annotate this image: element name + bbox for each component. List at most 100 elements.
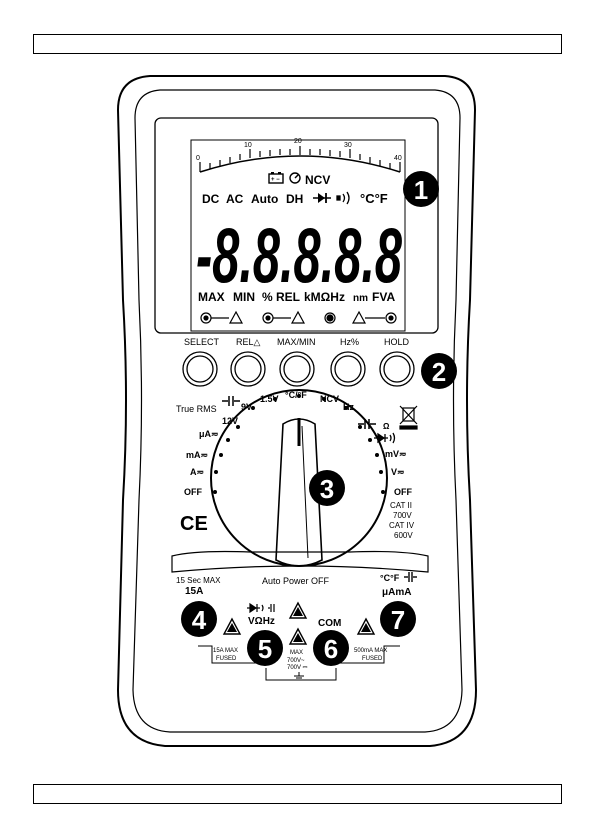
dial-true-rms: True RMS: [176, 404, 217, 414]
warning-icon-15a: [222, 617, 242, 635]
lcd-min: MIN: [233, 290, 255, 304]
select-button[interactable]: [182, 351, 218, 387]
continuity-icon: [336, 191, 350, 205]
fused-15a-line1: 15A MAX: [213, 648, 238, 654]
svg-text:2: 2: [432, 357, 446, 387]
lcd-scale-ticks: [199, 146, 401, 172]
dial-mv: mV≂: [385, 449, 407, 459]
page-footer-box: [33, 784, 562, 804]
lcd-scale-label-40: 40: [394, 155, 402, 162]
svg-text:6: 6: [324, 634, 338, 664]
max-volt-line2: 700V~: [287, 658, 305, 664]
callout-6: 6: [313, 630, 349, 666]
bracket-15a: [198, 645, 256, 664]
jack-panel: [171, 550, 429, 573]
capacitor-icon-left: [222, 396, 240, 406]
lcd-max: MAX: [198, 290, 225, 304]
lcd-kmohz: kMΩHz: [304, 290, 345, 304]
svg-text:+ −: + −: [271, 177, 280, 183]
dial-1-5v: 1.5V: [260, 394, 279, 404]
dial-v: V≂: [391, 467, 405, 477]
svg-text:7: 7: [391, 605, 405, 635]
warning-icon-500ma: [356, 617, 376, 635]
cat-ii: CAT II: [390, 501, 412, 510]
svg-text:3: 3: [320, 474, 334, 504]
fused-500-line1: 500mA MAX: [354, 648, 387, 654]
lcd-arc-scale: [199, 155, 401, 173]
cat-700v: 700V: [393, 511, 412, 520]
com-label: COM: [318, 618, 341, 629]
btn-maxmin-label: MAX/MIN: [277, 337, 316, 347]
page-header-box: [33, 34, 562, 54]
dial-12v: 12V: [222, 416, 238, 426]
hold-button[interactable]: [379, 351, 415, 387]
lcd-digits: -8.8.8.8.8: [196, 211, 402, 299]
sec-max-label: 15 Sec MAX: [176, 576, 221, 585]
btn-hz-label: Hz%: [340, 337, 359, 347]
lcd-scale-label-10: 10: [244, 142, 252, 149]
svg-text:1: 1: [414, 175, 428, 205]
weee-bin-icon: [399, 405, 418, 430]
svg-text:4: 4: [192, 605, 207, 635]
btn-hold-label: HOLD: [384, 337, 410, 347]
svg-text:5: 5: [258, 634, 272, 664]
auto-off-icon: [289, 172, 301, 184]
callout-1: 1: [403, 171, 439, 207]
callout-3: 3: [309, 470, 345, 506]
lcd-scale-label-20: 20: [294, 138, 302, 145]
lcd-percent: %: [262, 290, 273, 304]
dial-temp: °C/°F: [285, 390, 307, 400]
callout-5: 5: [247, 630, 283, 666]
meter-inner-case: [132, 89, 463, 733]
lcd-scale-label-0: 0: [196, 155, 200, 162]
warning-icon-vohz: [288, 601, 308, 619]
max-volt-line3: 700V ⎓: [287, 665, 308, 671]
lcd-bezel: [154, 117, 439, 334]
lcd-temp: °C°F: [360, 191, 388, 206]
dial-a: A≂: [190, 467, 204, 477]
lcd-scale-label-30: 30: [344, 142, 352, 149]
callout-7: 7: [380, 601, 416, 637]
bracket-com: [265, 668, 337, 681]
lcd-fva: FVA: [372, 290, 395, 304]
dial-ua: μA≂: [199, 429, 219, 439]
btn-rel-label: REL△: [236, 337, 261, 347]
auto-power-off: Auto Power OFF: [262, 576, 330, 586]
temp-cap-label: °C°F: [380, 573, 400, 583]
battery-icon: + −: [268, 172, 284, 184]
hz-button[interactable]: [330, 351, 366, 387]
dial-ma: mA≂: [186, 450, 208, 460]
dial-hz: Hz: [343, 402, 354, 412]
dial-ohm: Ω: [383, 422, 390, 431]
lcd-ac: AC: [226, 192, 244, 206]
warning-icon-com: [288, 627, 308, 645]
dial-position-dots: [213, 394, 385, 494]
uama-label: μAmA: [382, 587, 411, 598]
dial-knob[interactable]: [275, 418, 323, 567]
dial-off-right: OFF: [394, 487, 412, 497]
lcd-terminal-indicators: [200, 310, 397, 324]
rel-button[interactable]: [230, 351, 266, 387]
callout-4: 4: [181, 601, 217, 637]
cat-600v: 600V: [394, 531, 413, 540]
dial-off-left: OFF: [184, 487, 202, 497]
diode-cont-cap-icon: [247, 602, 275, 614]
lcd-dc: DC: [202, 192, 220, 206]
amp-15-label: 15A: [185, 586, 203, 597]
capacitor-icon-right: [358, 419, 376, 429]
diode-continuity-icon: [374, 432, 396, 444]
fused-500-line2: FUSED: [362, 656, 383, 662]
maxmin-button[interactable]: [279, 351, 315, 387]
lcd-screen: [190, 139, 406, 332]
lcd-auto: Auto: [251, 192, 278, 206]
dial-ncv: NCV: [320, 394, 339, 404]
ce-mark: CE: [180, 513, 208, 535]
bracket-500ma: [340, 645, 400, 664]
ground-icon: [294, 672, 304, 679]
cat-iv: CAT IV: [389, 521, 415, 530]
dial-9v: 9V: [241, 402, 252, 412]
dial-knob-shade: [301, 425, 309, 559]
btn-select-label: SELECT: [184, 337, 220, 347]
fused-15a-line2: FUSED: [216, 656, 237, 662]
